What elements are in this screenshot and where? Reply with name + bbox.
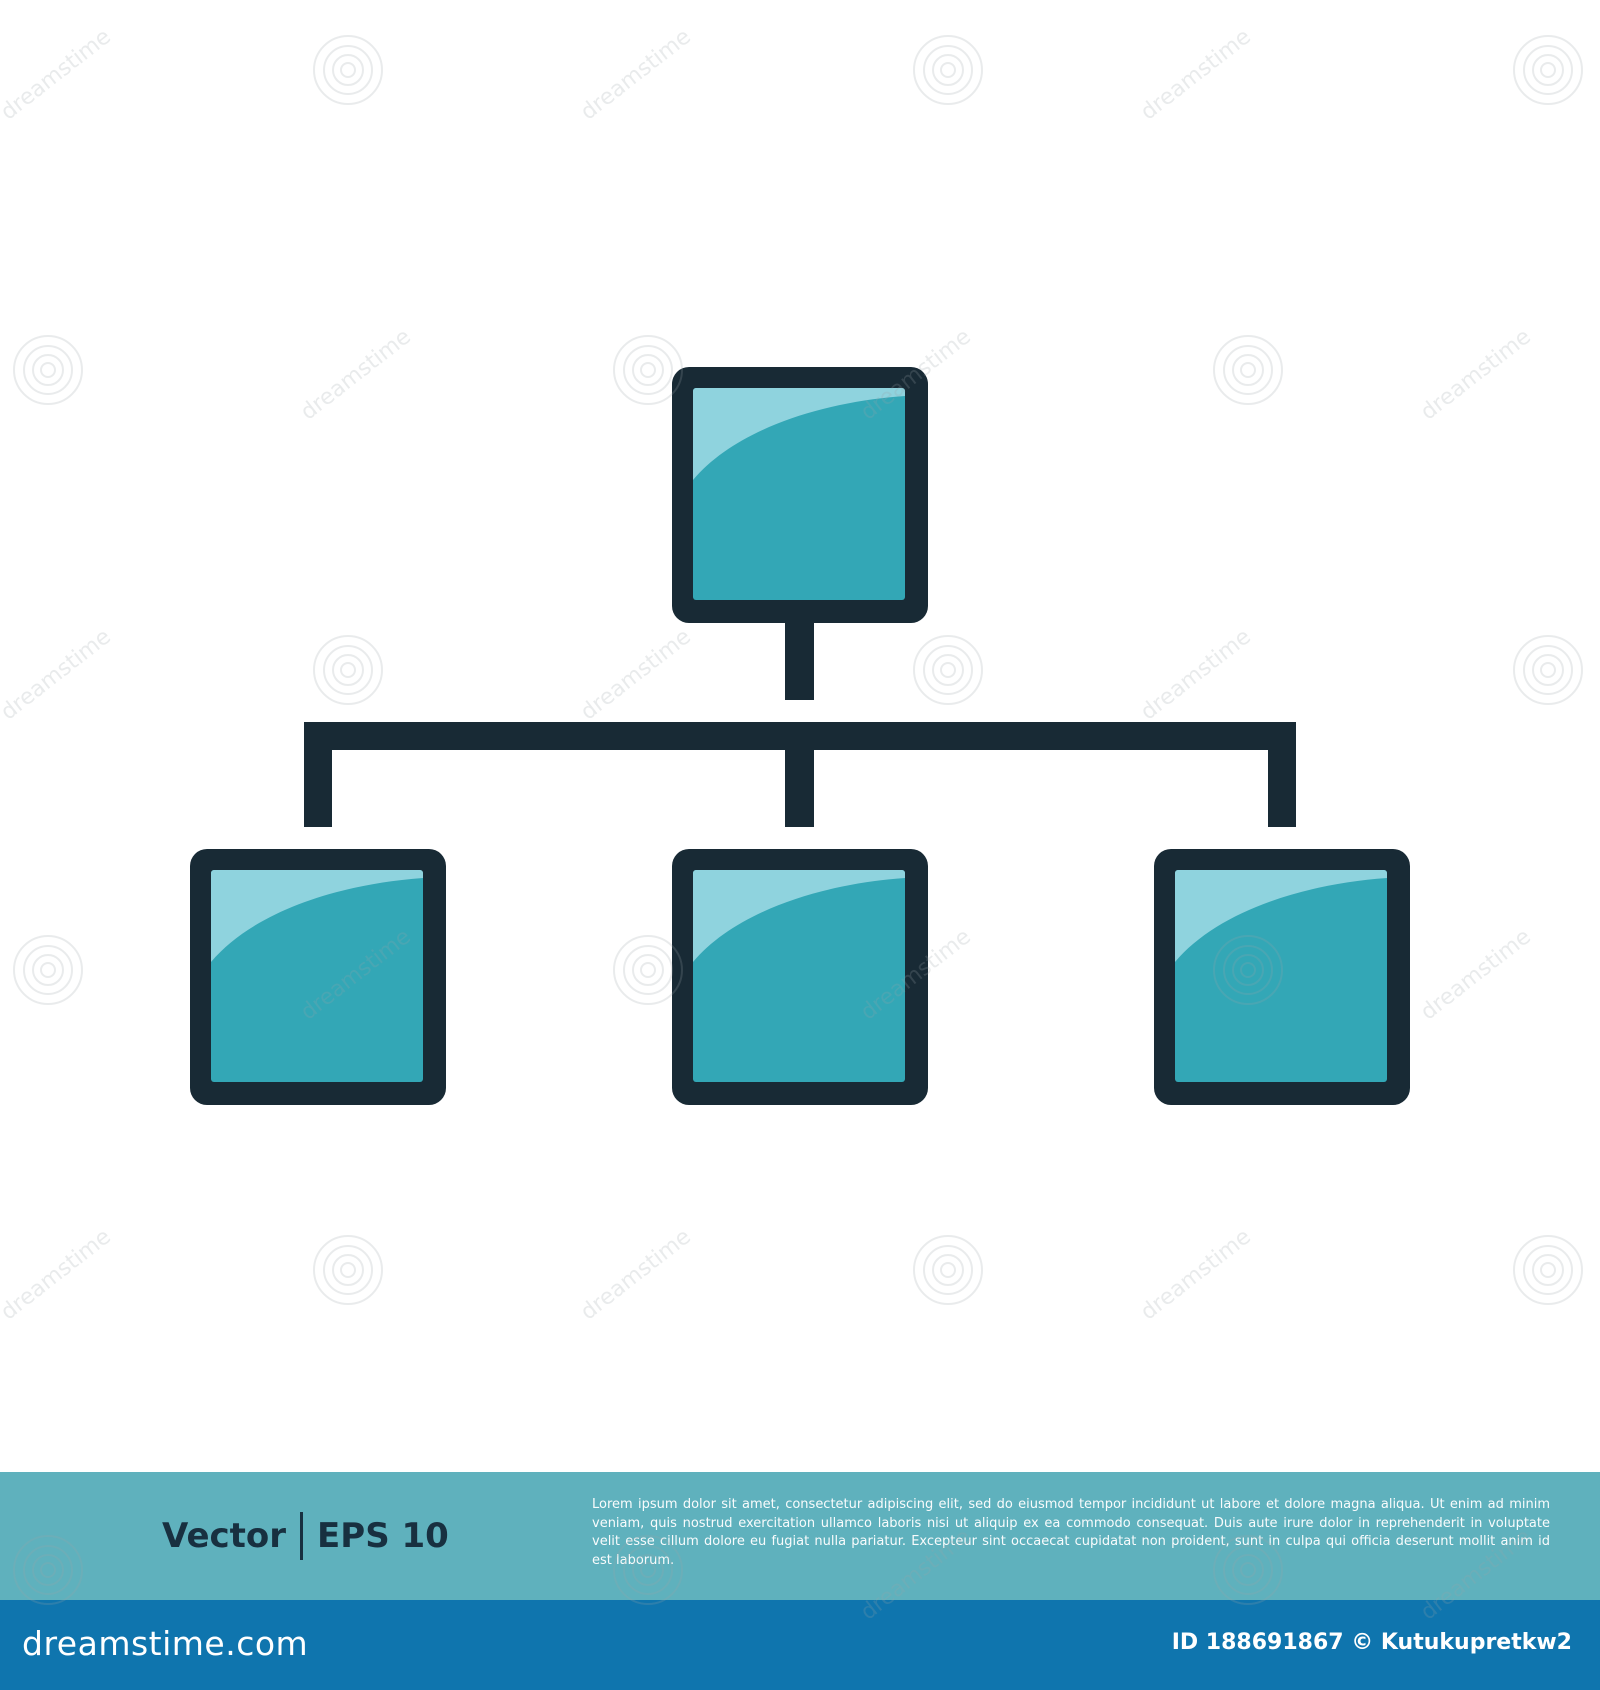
node-top-glare bbox=[693, 388, 905, 480]
connector-top-stem bbox=[785, 620, 814, 700]
node-middle bbox=[672, 849, 928, 1105]
node-right-glare bbox=[1175, 870, 1387, 962]
node-right bbox=[1154, 849, 1410, 1105]
hierarchy-diagram bbox=[190, 367, 1410, 1105]
vector-label: Vector bbox=[162, 1516, 287, 1556]
lorem-ipsum-text: Lorem ipsum dolor sit amet, consectetur … bbox=[592, 1497, 1550, 1568]
node-left-glare bbox=[211, 870, 423, 962]
node-middle-glare bbox=[693, 870, 905, 962]
label-divider bbox=[300, 1512, 304, 1560]
eps-label: EPS 10 bbox=[317, 1516, 449, 1556]
image-id-credit: ID 188691867 © Kutukupretkw2 bbox=[1171, 1630, 1572, 1655]
node-top bbox=[672, 367, 928, 623]
connector-mid-drop bbox=[785, 722, 814, 827]
brand-logo[interactable]: dreamstime.com bbox=[22, 1624, 309, 1663]
node-left bbox=[190, 849, 446, 1105]
caption-bar: Vector EPS 10 Lorem ipsum dolor sit amet… bbox=[0, 1472, 1600, 1600]
footer-bar: dreamstime.com ID 188691867 © Kutukupret… bbox=[0, 1600, 1600, 1690]
connector-right-drop bbox=[1268, 722, 1296, 827]
connector-left-drop bbox=[304, 722, 332, 827]
connector-lines bbox=[304, 620, 1296, 827]
format-label: Vector EPS 10 bbox=[162, 1512, 449, 1560]
